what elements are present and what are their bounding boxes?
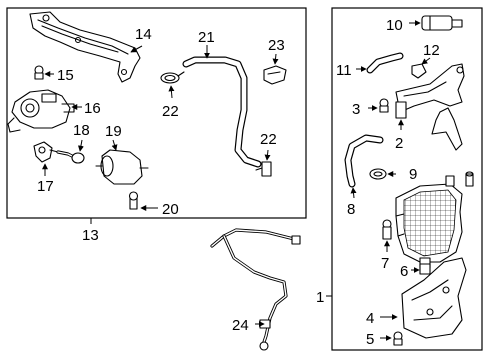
connector-part-17	[33, 141, 59, 163]
callout-12: 12	[423, 42, 440, 59]
callout-24: 24	[232, 317, 249, 334]
bolt-part-5	[393, 331, 403, 346]
callout-17: 17	[37, 178, 54, 195]
bolt-part-3	[379, 98, 389, 113]
filter-part	[95, 149, 149, 185]
vent-valve-part	[421, 15, 463, 31]
callout-11: 11	[336, 62, 352, 79]
clamp-part-22-upper	[160, 71, 185, 84]
bracket-part	[29, 11, 141, 83]
callout-15: 15	[57, 67, 74, 84]
bolt-part-20	[128, 191, 139, 210]
callout-9: 9	[409, 166, 417, 183]
bracket-part-2	[395, 63, 465, 151]
callout-3: 3	[352, 101, 360, 118]
callout-16: 16	[84, 100, 101, 117]
callout-6: 6	[400, 263, 408, 280]
vapor-tube-part-24	[210, 228, 301, 351]
callout-8: 8	[347, 201, 355, 218]
bolt-part-7	[382, 219, 392, 240]
callout-7: 7	[381, 255, 389, 272]
callout-14: 14	[135, 26, 152, 43]
callout-21: 21	[198, 29, 215, 46]
hose-part-18	[56, 150, 85, 164]
callout-1: 1	[316, 289, 324, 306]
callout-22-upper: 22	[162, 103, 179, 120]
callout-4: 4	[366, 310, 374, 327]
hose-part-11	[366, 52, 404, 74]
callout-18: 18	[73, 122, 90, 139]
clip-part-12	[411, 63, 427, 79]
callout-22-lower: 22	[260, 131, 277, 148]
callout-5: 5	[366, 331, 374, 348]
clamp-part-9	[369, 168, 387, 180]
left-assembly-frame	[6, 7, 307, 219]
bolt-part-15	[34, 65, 44, 80]
clip-part-23	[263, 65, 287, 85]
purge-valve-part	[7, 89, 75, 133]
hose-part-8	[344, 134, 384, 188]
hose-part-21	[182, 56, 262, 168]
callout-19: 19	[105, 123, 122, 140]
callout-23: 23	[268, 37, 285, 54]
charcoal-canister	[395, 175, 463, 269]
right-assembly-frame	[331, 7, 483, 351]
callout-13: 13	[82, 227, 99, 244]
mounting-bracket-part	[401, 257, 467, 339]
fitting-part-6	[419, 263, 431, 275]
callout-10: 10	[386, 17, 403, 34]
clamp-part-22-lower	[255, 161, 272, 177]
dowel-pin	[465, 171, 474, 187]
callout-2: 2	[395, 135, 403, 152]
callout-20: 20	[162, 201, 179, 218]
